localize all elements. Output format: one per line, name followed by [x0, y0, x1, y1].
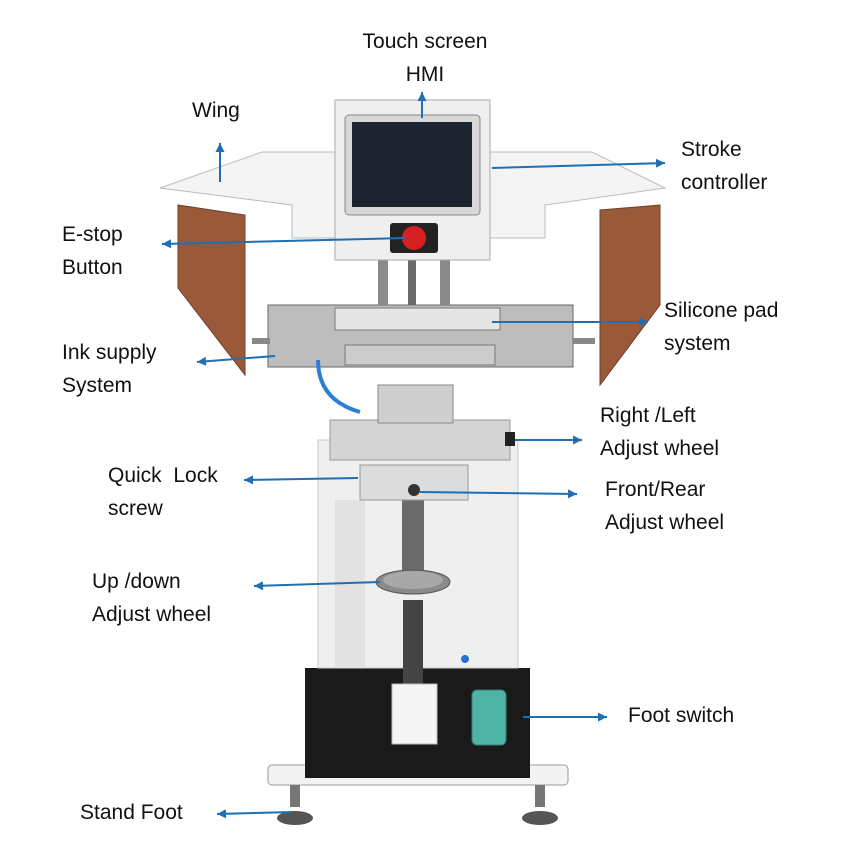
- estop-label-line-2: Button: [62, 256, 123, 279]
- ink-supply-label-line-2: System: [62, 374, 133, 397]
- right-left-label-line-2: Adjust wheel: [600, 437, 720, 460]
- touch-screen-arrow: [417, 92, 427, 118]
- front-rear-label-line-2: Adjust wheel: [605, 511, 725, 534]
- wing-arrow: [215, 143, 225, 182]
- leveling-feet: [277, 785, 558, 825]
- up-down-label-line-2: Adjust wheel: [92, 603, 212, 626]
- stroke-controller-label: Stroke controller: [681, 133, 767, 199]
- up-down-adjust-wheel-shape: [375, 569, 451, 595]
- touch-screen-hmi-label: Touch screen HMI: [350, 25, 500, 91]
- stand-foot-label: Stand Foot: [80, 796, 183, 829]
- silicone-pad-label-line-2: system: [664, 332, 731, 355]
- stand-foot-label-line-1: Stand Foot: [80, 801, 183, 824]
- estop-button-arrow: [161, 237, 407, 249]
- estop-button-shape: [390, 223, 438, 253]
- wing-label: Wing: [192, 94, 240, 127]
- quick-lock-label-line-2: screw: [108, 497, 163, 520]
- right-left-label-line-1: Right /Left: [600, 404, 696, 427]
- estop-button-label: E-stop Button: [62, 218, 123, 284]
- stroke-controller-label-line-2: controller: [681, 171, 768, 194]
- front-rear-label-line-1: Front/Rear: [605, 478, 706, 501]
- wing-label-line-1: Wing: [192, 99, 240, 122]
- guide-rods: [378, 255, 450, 305]
- stroke-controller-arrow: [491, 158, 666, 169]
- up-down-adjust-wheel-label: Up /down Adjust wheel: [92, 565, 211, 631]
- quick-lock-label-line-1: Quick Lock: [108, 464, 218, 487]
- right-left-adjust-wheel-label: Right /Left Adjust wheel: [600, 399, 719, 465]
- ink-supply-label-line-1: Ink supply: [62, 341, 157, 364]
- touch-screen-label-line-1: Touch screen: [362, 30, 488, 53]
- foot-switch-label-line-1: Foot switch: [628, 704, 735, 727]
- foot-switch-arrow: [523, 712, 607, 722]
- up-down-label-line-1: Up /down: [92, 570, 181, 593]
- touch-screen-label-line-2: HMI: [405, 63, 445, 86]
- up-down-arrow: [253, 581, 381, 591]
- stroke-controller-label-line-1: Stroke: [681, 138, 742, 161]
- stand-foot-arrow: [216, 809, 293, 819]
- silicone-pad-system-label: Silicone pad system: [664, 294, 778, 360]
- ink-supply-arrow: [196, 355, 276, 366]
- estop-label-line-1: E-stop: [62, 223, 123, 246]
- front-rear-adjust-wheel-label: Front/Rear Adjust wheel: [605, 473, 724, 539]
- silicone-pad-label-line-1: Silicone pad: [664, 299, 779, 322]
- silicone-pad-system-shape: [252, 304, 595, 368]
- right-left-slide: [329, 419, 511, 461]
- silicone-pad-arrow: [492, 317, 648, 327]
- lifting-column: [391, 490, 438, 745]
- foot-switch-label: Foot switch: [628, 699, 734, 732]
- front-rear-arrow: [419, 489, 578, 499]
- right-left-arrow: [515, 435, 582, 445]
- ink-supply-system-label: Ink supply System: [62, 336, 157, 402]
- quick-lock-arrow: [243, 475, 359, 485]
- quick-lock-screw-label: Quick Lock screw: [108, 459, 218, 525]
- foot-switch-shape: [461, 655, 507, 746]
